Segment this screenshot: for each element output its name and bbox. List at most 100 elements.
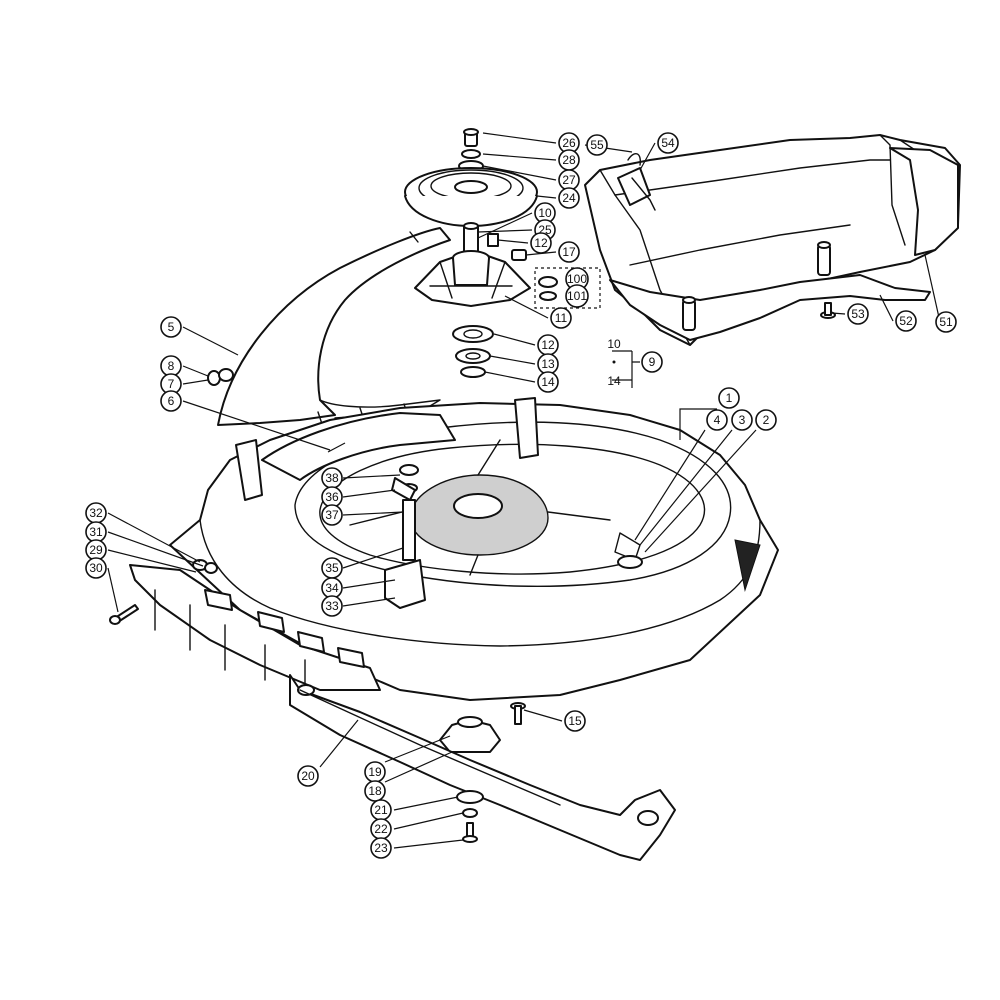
- svg-text:26: 26: [562, 136, 576, 150]
- svg-text:31: 31: [89, 525, 103, 539]
- callouts: 26 55 54 28 27 24 10 25 12 17 100 101 11…: [85, 132, 957, 859]
- svg-text:18: 18: [368, 784, 382, 798]
- svg-text:12: 12: [541, 338, 555, 352]
- svg-text:55: 55: [590, 138, 604, 152]
- callout-31: 31: [85, 521, 107, 543]
- svg-text:53: 53: [851, 307, 865, 321]
- svg-text:10: 10: [538, 206, 552, 220]
- leader-lines: [107, 132, 941, 849]
- kit-label-10: 10: [607, 337, 621, 351]
- svg-text:34: 34: [325, 581, 339, 595]
- svg-text:37: 37: [325, 508, 339, 522]
- callout-6: 6: [160, 390, 182, 412]
- lower-bearings: [452, 325, 494, 378]
- svg-text:32: 32: [89, 506, 103, 520]
- svg-text:100: 100: [567, 272, 587, 286]
- callout-17: 17: [558, 241, 580, 263]
- svg-text:24: 24: [562, 191, 576, 205]
- callout-21: 21: [370, 799, 392, 821]
- callout-37: 37: [321, 504, 343, 526]
- callout-29: 29: [85, 539, 107, 561]
- svg-text:6: 6: [168, 394, 175, 408]
- callout-38: 38: [321, 467, 343, 489]
- svg-text:21: 21: [374, 803, 388, 817]
- svg-text:23: 23: [374, 841, 388, 855]
- svg-text:33: 33: [325, 599, 339, 613]
- kit-group-labels: 10 14: [607, 337, 621, 388]
- callout-5: 5: [160, 316, 182, 338]
- svg-text:4: 4: [714, 413, 721, 427]
- spindle-housing: [414, 222, 531, 307]
- nut-7-8: [207, 368, 234, 386]
- callout-32: 32: [85, 502, 107, 524]
- deck-skirt: [129, 559, 381, 691]
- callout-28: 28: [558, 149, 580, 171]
- callout-27: 27: [558, 169, 580, 191]
- callout-18: 18: [364, 780, 386, 802]
- svg-text:17: 17: [562, 245, 576, 259]
- callout-19: 19: [364, 761, 386, 783]
- blade-bolt-stack: [456, 790, 484, 843]
- callout-33: 33: [321, 595, 343, 617]
- svg-text:12: 12: [534, 236, 548, 250]
- svg-text:51: 51: [939, 315, 953, 329]
- svg-text:20: 20: [301, 769, 315, 783]
- callout-14: 14: [537, 371, 559, 393]
- svg-text:52: 52: [899, 314, 913, 328]
- svg-text:9: 9: [649, 355, 656, 369]
- svg-text:2: 2: [763, 413, 770, 427]
- callout-26: 26: [558, 132, 580, 154]
- callout-101: 101: [565, 284, 589, 308]
- svg-text:54: 54: [661, 136, 675, 150]
- mower-blade: [289, 674, 676, 861]
- svg-text:15: 15: [568, 714, 582, 728]
- svg-text:22: 22: [374, 822, 388, 836]
- kit-separator-dot: [612, 360, 616, 364]
- callout-35: 35: [321, 557, 343, 579]
- svg-text:29: 29: [89, 543, 103, 557]
- svg-text:8: 8: [168, 359, 175, 373]
- callout-4: 4: [706, 409, 728, 431]
- kit-label-14: 14: [607, 374, 621, 388]
- callout-24: 24: [558, 187, 580, 209]
- blade-adapter: [439, 716, 501, 753]
- callout-34: 34: [321, 577, 343, 599]
- callout-53: 53: [847, 303, 869, 325]
- callout-54: 54: [657, 132, 679, 154]
- callout-20: 20: [297, 765, 319, 787]
- callout-2: 2: [755, 409, 777, 431]
- belt-cover: [217, 227, 451, 426]
- svg-text:30: 30: [89, 561, 103, 575]
- svg-text:35: 35: [325, 561, 339, 575]
- svg-text:27: 27: [562, 173, 576, 187]
- callout-10: 10: [534, 202, 556, 224]
- svg-text:1: 1: [726, 391, 733, 405]
- chute-bracket: [609, 241, 931, 341]
- callout-12-upper: 12: [530, 232, 552, 254]
- bolt-53: [820, 302, 836, 319]
- callout-51: 51: [935, 311, 957, 333]
- callout-30: 30: [85, 557, 107, 579]
- svg-text:38: 38: [325, 471, 339, 485]
- bolt-15: [510, 702, 526, 725]
- callout-52: 52: [895, 310, 917, 332]
- callout-100: 100: [565, 267, 589, 291]
- callout-12-lower: 12: [537, 334, 559, 356]
- callout-15: 15: [564, 710, 586, 732]
- callout-8: 8: [160, 355, 182, 377]
- callout-22: 22: [370, 818, 392, 840]
- callout-36: 36: [321, 486, 343, 508]
- svg-text:14: 14: [541, 375, 555, 389]
- svg-text:3: 3: [739, 413, 746, 427]
- chute-latch: [617, 153, 656, 211]
- callout-13: 13: [537, 353, 559, 375]
- discharge-chute: [584, 134, 961, 346]
- svg-text:13: 13: [541, 357, 555, 371]
- svg-text:11: 11: [555, 311, 568, 325]
- bolt-30: [109, 604, 139, 625]
- svg-text:28: 28: [562, 153, 576, 167]
- svg-text:7: 7: [168, 377, 175, 391]
- callout-11: 11: [550, 307, 572, 329]
